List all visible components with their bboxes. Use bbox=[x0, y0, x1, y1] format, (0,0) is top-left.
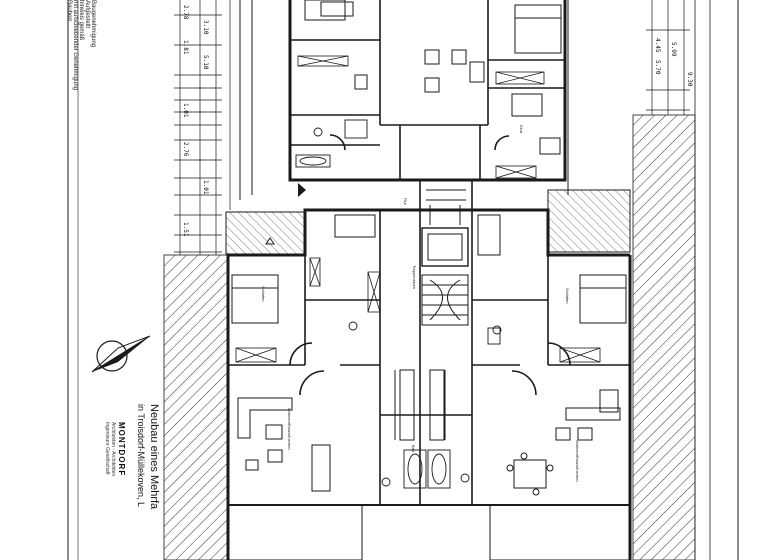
furniture-living bbox=[237, 1, 621, 496]
project-title: Neubau eines Mehrfa bbox=[148, 404, 160, 510]
note-line: Bauherr bbox=[66, 0, 72, 22]
dim-label: 5.70 bbox=[654, 60, 661, 75]
hatched-areas bbox=[163, 114, 696, 560]
room-label-corridor: Flur bbox=[403, 198, 408, 206]
office-name: Ingenieure Gesellschaft bbox=[104, 422, 110, 475]
note-line: mit aufschiebender Genehmigung bbox=[72, 0, 78, 91]
approval-notes: Baugenehmigung Aufgestellt hinweis gemäß… bbox=[66, 0, 102, 100]
dim-label: 1.81 bbox=[182, 40, 189, 55]
dimension-labels-right: 4.45 5.99 5.70 9.30 bbox=[654, 38, 693, 87]
interior-walls-upper bbox=[290, 0, 565, 180]
note-line: Baugenehmigung bbox=[90, 0, 96, 48]
dim-label: 1.51 bbox=[182, 222, 189, 237]
dim-label: 2.78 bbox=[182, 5, 189, 20]
dim-label: 1.01 bbox=[182, 103, 189, 118]
dimension-chain-right bbox=[646, 0, 690, 115]
room-label-stairwell: Treppenraum bbox=[412, 265, 417, 290]
office-name: Architekten - Architekten bbox=[110, 422, 116, 477]
note-line: Aufgestellt bbox=[84, 0, 90, 29]
room-label-bedroom-left: Schlafen bbox=[261, 286, 266, 302]
furniture-wardrobes bbox=[235, 55, 601, 363]
dim-label: 9.30 bbox=[686, 72, 693, 87]
hatch-right-strip bbox=[632, 114, 696, 560]
terrace-left bbox=[225, 211, 305, 255]
sanitary-fixtures bbox=[295, 119, 502, 489]
dim-label: 2.76 bbox=[182, 142, 189, 157]
dimension-labels-left: 2.78 3.10 5.10 1.81 1.01 2.76 1.01 1.51 bbox=[182, 5, 209, 237]
stairwell bbox=[421, 189, 469, 326]
title-block: Neubau eines Mehrfa in Troisdorf-Mülleko… bbox=[84, 402, 164, 560]
note-line: hinweis gemäß bbox=[78, 0, 84, 41]
room-label-child: Kind bbox=[519, 125, 524, 133]
furniture-beds bbox=[231, 0, 627, 324]
dim-label: 1.01 bbox=[202, 180, 209, 195]
room-label-bedroom-right: Schlafen bbox=[565, 288, 570, 304]
room-labels: Treppenraum Flur Wohnen/Essen/Kochen Woh… bbox=[261, 125, 580, 482]
dim-label: 5.10 bbox=[202, 55, 209, 70]
dim-label: 3.10 bbox=[202, 20, 209, 35]
north-arrow-icon bbox=[91, 335, 151, 373]
room-label-living-left: Wohnen/Essen/Kochen bbox=[287, 408, 292, 450]
terrace-right bbox=[547, 189, 631, 253]
entrance-markers bbox=[265, 183, 306, 245]
room-label-bath: Bad bbox=[411, 445, 416, 452]
office-logo: MONTDORF bbox=[117, 422, 126, 477]
balcony-railings bbox=[227, 369, 631, 560]
exterior-walls bbox=[226, 0, 632, 560]
project-location: in Troisdorf-Müllekoven, L bbox=[136, 404, 146, 508]
room-label-living-right: Wohnen/Essen/Kochen bbox=[575, 440, 580, 482]
hatch-left-lower bbox=[163, 254, 229, 560]
dimension-chain-left bbox=[174, 0, 231, 255]
dim-label: 5.99 bbox=[670, 42, 677, 57]
dim-label: 4.45 bbox=[654, 38, 661, 53]
